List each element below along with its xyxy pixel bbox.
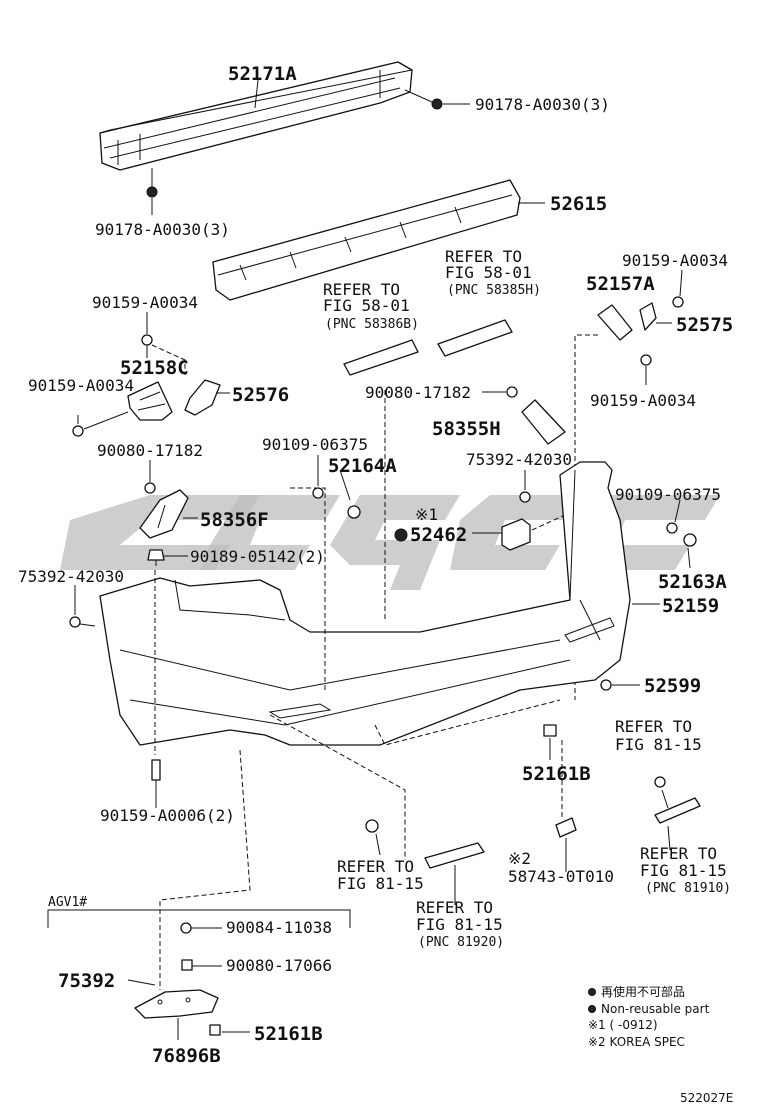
ref-fig81-a-1: REFER TO bbox=[640, 844, 717, 863]
extension-right-part bbox=[597, 304, 633, 341]
ref-fig81-c-1: REFER TO bbox=[337, 857, 414, 876]
retainer-left-part bbox=[184, 379, 221, 416]
ref-fig58-left-2: FIG 58-01 bbox=[323, 296, 410, 315]
label-90189: 90189-05142(2) bbox=[190, 547, 325, 566]
label-52576: 52576 bbox=[232, 384, 289, 406]
ref-fig58-right-3: (PNC 58385H) bbox=[447, 283, 541, 298]
label-75392: 75392 bbox=[58, 970, 115, 992]
support-left-part bbox=[139, 489, 189, 539]
legend-note1: ※1 ( -0912) bbox=[588, 1018, 658, 1032]
ref-fig81-d-1: REFER TO bbox=[416, 898, 493, 917]
reinforcement-part bbox=[99, 61, 413, 171]
label-90159-r-upper: 90159-A0034 bbox=[622, 251, 728, 270]
label-90178-a: 90178-A0030(3) bbox=[475, 95, 610, 114]
ref-fig81-c-2: FIG 81-15 bbox=[337, 874, 424, 893]
ref-fig81-b-2: FIG 81-15 bbox=[615, 735, 702, 754]
label-58355H: 58355H bbox=[432, 418, 501, 440]
label-52171A: 52171A bbox=[228, 63, 297, 85]
label-75392-l: 75392-42030 bbox=[18, 567, 124, 586]
label-52161B: 52161B bbox=[522, 763, 591, 785]
legend-jp: 再使用不可部品 bbox=[601, 984, 685, 999]
support-right-part bbox=[521, 399, 566, 445]
label-52157A: 52157A bbox=[586, 273, 655, 295]
ref-fig81-b-1: REFER TO bbox=[615, 717, 692, 736]
label-76896B: 76896B bbox=[152, 1045, 221, 1067]
retainer-right-part bbox=[639, 302, 657, 331]
label-90159-l-upper: 90159-A0034 bbox=[92, 293, 198, 312]
label-52599: 52599 bbox=[644, 675, 701, 697]
label-52615: 52615 bbox=[550, 193, 607, 215]
ref-fig81-a-3: (PNC 81910) bbox=[645, 881, 731, 896]
label-90109-r: 90109-06375 bbox=[615, 485, 721, 504]
energy-absorber-part bbox=[212, 179, 521, 301]
label-90080-17066: 90080-17066 bbox=[226, 956, 332, 975]
subgroup-label: AGV1# bbox=[48, 895, 87, 910]
ref-fig81-a-2: FIG 81-15 bbox=[640, 861, 727, 880]
sensor-part bbox=[501, 518, 531, 551]
label-75392-r: 75392-42030 bbox=[466, 450, 572, 469]
ref-fig58-right-2: FIG 58-01 bbox=[445, 263, 532, 282]
label-90159-bottom: 90159-A0006(2) bbox=[100, 806, 235, 825]
extension-left-part bbox=[127, 381, 173, 421]
label-90159-r-lower: 90159-A0034 bbox=[590, 391, 696, 410]
note-mark-2: ※2 bbox=[508, 849, 531, 868]
diagram-code: 522027E bbox=[680, 1091, 733, 1105]
label-90159-l-mid: 90159-A0034 bbox=[28, 376, 134, 395]
legend-note2: ※2 KOREA SPEC bbox=[588, 1035, 685, 1049]
lower-cover-part bbox=[134, 989, 219, 1019]
label-90109-l: 90109-06375 bbox=[262, 435, 368, 454]
ref-fig58-left-1: REFER TO bbox=[323, 280, 400, 299]
non-reusable-mark bbox=[394, 528, 408, 542]
legend-en: Non-reusable part bbox=[601, 1002, 710, 1016]
note-mark-1: ※1 bbox=[415, 505, 438, 524]
label-90084: 90084-11038 bbox=[226, 918, 332, 937]
bracket-fig58-right bbox=[437, 319, 513, 357]
label-52161B-lower: 52161B bbox=[254, 1023, 323, 1045]
label-52163A: 52163A bbox=[658, 571, 727, 593]
label-90080-c: 90080-17182 bbox=[365, 383, 471, 402]
legend: 再使用不可部品 Non-reusable part ※1 ( -0912) ※2… bbox=[588, 984, 710, 1049]
ref-fig81-d-3: (PNC 81920) bbox=[418, 935, 504, 950]
label-52158C: 52158C bbox=[120, 357, 189, 379]
label-90178-b: 90178-A0030(3) bbox=[95, 220, 230, 239]
label-58356F: 58356F bbox=[200, 509, 269, 531]
label-52462: 52462 bbox=[410, 524, 467, 546]
label-52159: 52159 bbox=[662, 595, 719, 617]
ref-fig58-left-3: (PNC 58386B) bbox=[325, 317, 419, 332]
bracket-fig58-left bbox=[343, 339, 419, 376]
ref-fig81-d-2: FIG 81-15 bbox=[416, 915, 503, 934]
label-52575: 52575 bbox=[676, 314, 733, 336]
label-58743: 58743-0T010 bbox=[508, 867, 614, 886]
label-52164A: 52164A bbox=[328, 455, 397, 477]
bumper-cover-part bbox=[99, 461, 631, 746]
label-90080-l: 90080-17182 bbox=[97, 441, 203, 460]
ref-fig58-right-1: REFER TO bbox=[445, 247, 522, 266]
